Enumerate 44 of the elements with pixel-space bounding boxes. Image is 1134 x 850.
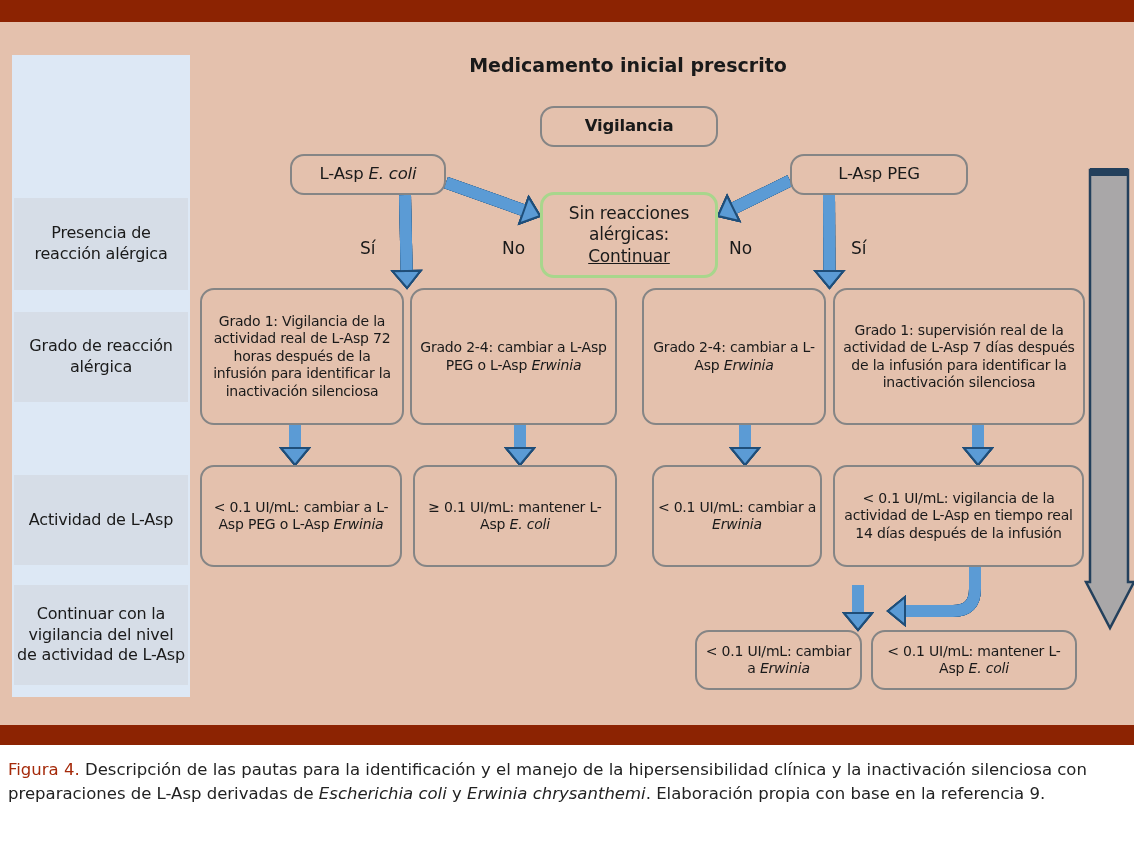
- process-box: [790, 154, 968, 195]
- node-text: < 0.1 UI/mL: cambiar a L-Asp PEG o L-Asp Erwinia: [212, 498, 390, 534]
- block-arrow: [843, 585, 873, 631]
- block-arrow: [391, 194, 422, 289]
- block-arrow: [505, 425, 535, 466]
- process-box: [540, 106, 718, 147]
- process-box: [833, 288, 1085, 425]
- figure-caption: Figura 4. Descripción de las pautas para la identificación y el manejo de la hipersensibilidad clínica y la inactivación silenciosa con preparaciones de L-Asp derivadas de Escherichia coli y Erwinia chrysanthemi. Elaboración propia con base en la referencia 9.: [8, 759, 1088, 805]
- node-text: L-Asp E. coli: [319, 164, 417, 185]
- node-text: L-Asp PEG: [838, 164, 920, 185]
- node-text: Grado 2-4: cambiar a L-Asp Erwinia: [652, 339, 816, 374]
- block-arrow: [730, 425, 760, 466]
- block-arrow: [717, 175, 793, 223]
- process-box: [413, 465, 617, 567]
- row-label: Grado de reacción alérgica: [28, 336, 174, 378]
- node-text: Continuar: [588, 245, 670, 267]
- process-box: [200, 465, 402, 567]
- node-text: Grado 2-4: cambiar a L-Asp PEG o L-Asp Erwinia: [419, 339, 608, 374]
- node-text: Grado 1: Vigilancia de la actividad real de L-Asp 72 horas después de la infusión para identificar la inactivación silenciosa: [212, 312, 392, 401]
- row-label: Actividad de L-Asp: [28, 509, 174, 531]
- block-arrow: [963, 425, 993, 466]
- process-box: [410, 288, 617, 425]
- node-text: < 0.1 UI/mL: cambiar a Erwinia: [704, 642, 853, 678]
- block-arrow: [280, 425, 310, 466]
- diagram-title: Medicamento inicial prescrito: [468, 54, 788, 76]
- node-text: < 0.1 UI/mL: mantener L-Asp E. coli: [886, 642, 1062, 678]
- node-text: < 0.1 UI/mL: vigilancia de la actividad de L-Asp en tiempo real 14 días después de la infusión: [843, 489, 1074, 543]
- node-text: < 0.1 UI/mL: cambiar a Erwinia: [657, 498, 817, 534]
- outcome-box: [540, 192, 718, 278]
- process-box: [871, 630, 1077, 690]
- node-text: Sin reacciones alérgicas:: [567, 203, 691, 246]
- node-text: Grado 1: supervisión real de la actividad de L-Asp 7 días después de la infusión para identificar la inactivación silenciosa: [842, 321, 1076, 392]
- process-box: [695, 630, 862, 690]
- block-arrow: [444, 177, 541, 225]
- node-text: Vigilancia: [584, 116, 674, 137]
- process-box: [200, 288, 404, 425]
- row-label: Presencia de reacción alérgica: [33, 223, 169, 265]
- process-box: [642, 288, 826, 425]
- process-box: [652, 465, 822, 567]
- process-box: [290, 154, 446, 195]
- row-label: Continuar con la vigilancia del nivel de actividad de L-Asp: [17, 603, 185, 667]
- process-box: [833, 465, 1084, 567]
- node-text: ≥ 0.1 UI/mL: mantener L-Asp E. coli: [427, 498, 603, 534]
- block-arrow: [814, 194, 845, 289]
